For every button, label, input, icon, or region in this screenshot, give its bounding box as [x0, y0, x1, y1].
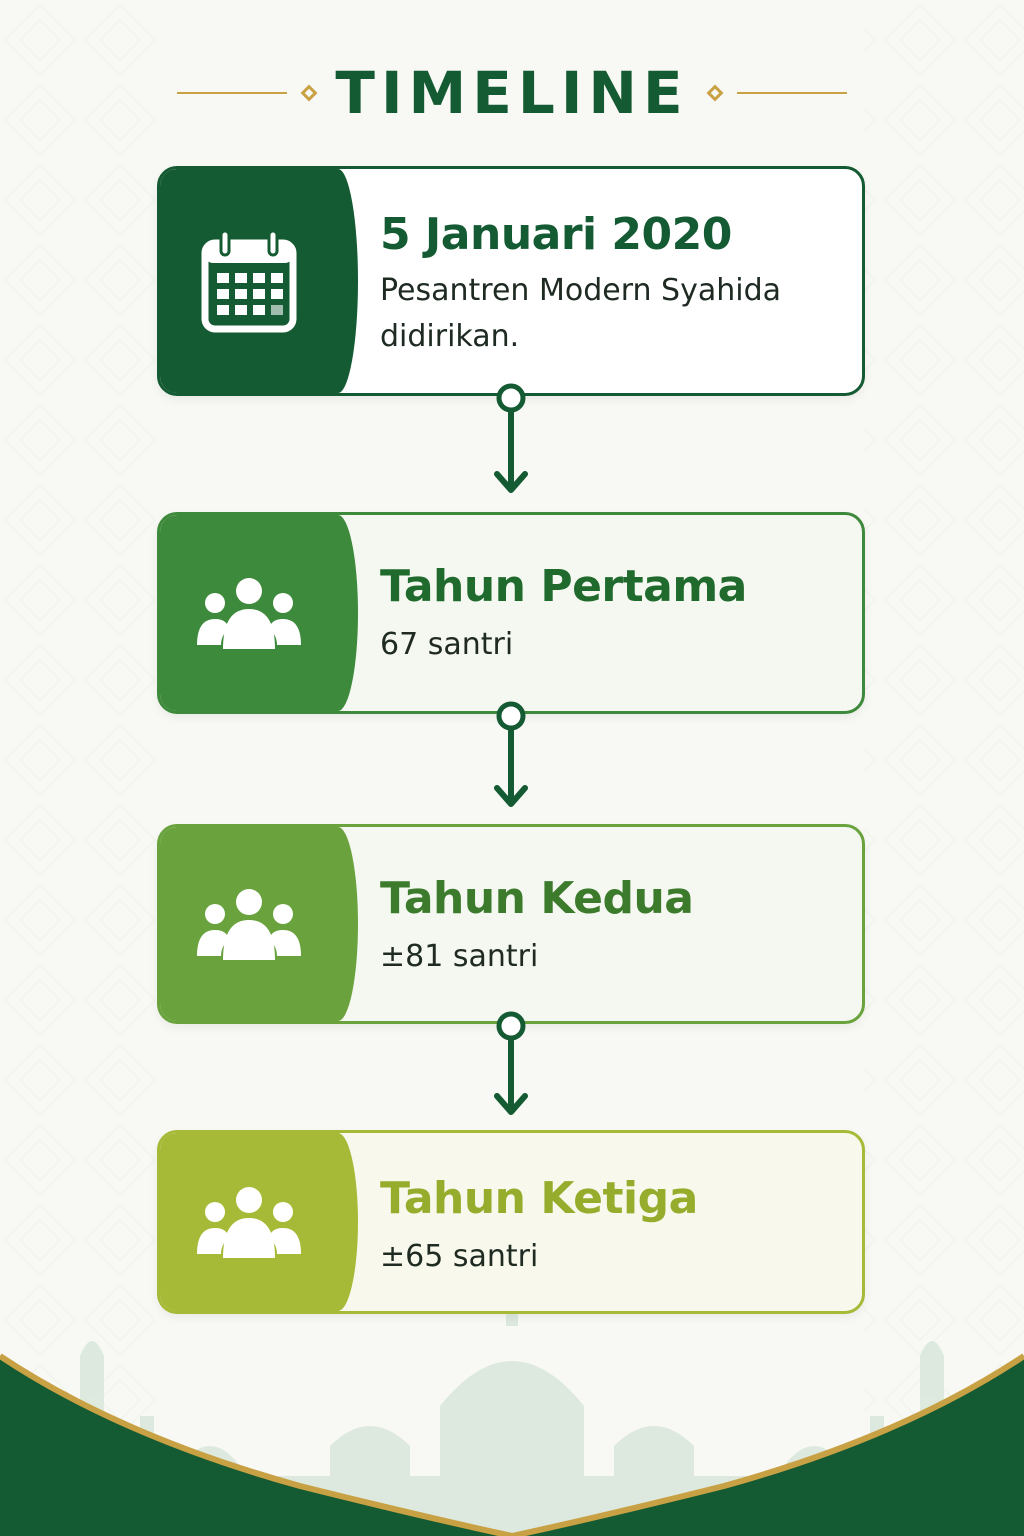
timeline-header: TIMELINE	[0, 55, 1024, 130]
timeline-card-year-2: Tahun Kedua ±81 santri	[157, 824, 865, 1024]
card-description: ±81 santri	[380, 939, 539, 974]
card-title: 5 Januari 2020	[380, 209, 732, 260]
users-icon	[197, 578, 301, 649]
timeline-card-founding: 5 Januari 2020 Pesantren Modern Syahida …	[157, 166, 865, 396]
diamond-ornament-right	[706, 84, 724, 101]
connector-arrow-1	[494, 383, 528, 493]
header-line-right	[736, 91, 847, 94]
card-icon-panel	[160, 827, 358, 1021]
card-title: Tahun Ketiga	[380, 1173, 698, 1224]
calendar-icon	[201, 229, 297, 333]
card-description: Pesantren Modern Syahida didirikan.	[380, 273, 782, 354]
mosque-silhouette-footer	[0, 1296, 1024, 1536]
card-title: Tahun Kedua	[380, 873, 694, 924]
timeline-card-year-1: Tahun Pertama 67 santri	[157, 512, 865, 714]
card-title: Tahun Pertama	[380, 561, 747, 612]
connector-arrow-3	[494, 1011, 528, 1115]
card-icon-panel	[160, 515, 358, 711]
page-title: TIMELINE	[335, 58, 689, 127]
card-description: ±65 santri	[380, 1239, 539, 1274]
card-icon-panel	[160, 169, 358, 393]
diamond-ornament-left	[300, 84, 318, 101]
users-icon	[197, 889, 301, 960]
connector-arrow-2	[494, 701, 528, 807]
card-description: 67 santri	[380, 627, 514, 662]
header-line-left	[177, 91, 288, 94]
timeline-card-year-3: Tahun Ketiga ±65 santri	[157, 1130, 865, 1314]
card-icon-panel	[160, 1133, 358, 1311]
users-icon	[197, 1187, 301, 1258]
